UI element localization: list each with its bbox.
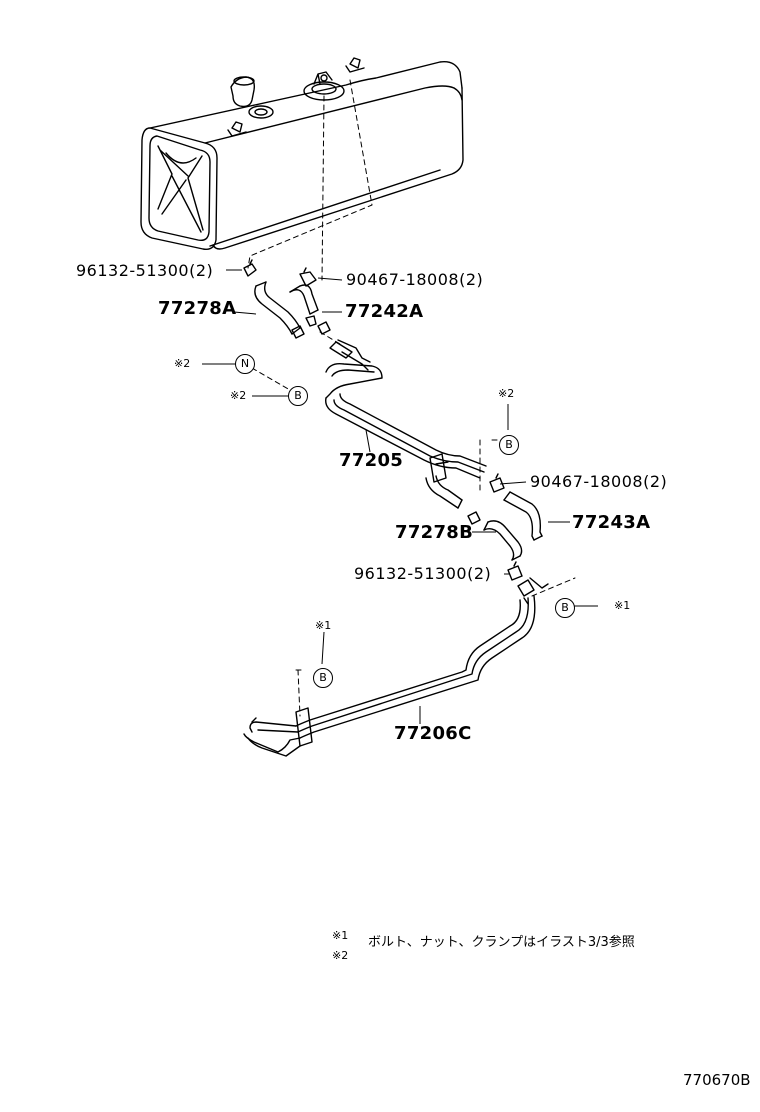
- label-90467-18008-mid: 90467-18008(2): [530, 472, 668, 491]
- label-77206c: 77206C: [394, 723, 472, 744]
- note-mark-1: ※1: [332, 929, 349, 942]
- ref-mark-1-right: ※1: [614, 599, 631, 612]
- label-90467-18008-top: 90467-18008(2): [346, 270, 484, 289]
- note-text: ボルト、ナット、クランプはイラスト3/3参照: [368, 935, 635, 950]
- ref-mark-1-left: ※1: [315, 619, 332, 632]
- leader-lines: [247, 79, 576, 717]
- label-77278b: 77278B: [395, 522, 474, 543]
- label-96132-51300-mid: 96132-51300(2): [354, 564, 492, 583]
- ref-circle-b-1: B: [288, 386, 308, 406]
- drawing-code: 770670B: [683, 1071, 751, 1089]
- pipe-77206c: [243, 577, 549, 757]
- label-77243a: 77243A: [572, 512, 651, 533]
- callout-lines: [202, 269, 598, 724]
- ref-circle-b-2: B: [499, 435, 519, 455]
- pipe-77205: [325, 339, 487, 509]
- label-77278a: 77278A: [158, 298, 237, 319]
- mid-hoses: [467, 473, 543, 581]
- ref-mark-2-right: ※2: [498, 387, 515, 400]
- ref-circle-n: N: [235, 354, 255, 374]
- ref-mark-2-n: ※2: [174, 357, 191, 370]
- ref-mark-2-b: ※2: [230, 389, 247, 402]
- upper-hoses: [243, 259, 331, 339]
- label-96132-51300-top: 96132-51300(2): [76, 261, 214, 280]
- note-mark-2: ※2: [332, 949, 349, 962]
- ref-circle-b-4: B: [313, 668, 333, 688]
- label-77205: 77205: [339, 450, 404, 471]
- ref-circle-b-3: B: [555, 598, 575, 618]
- fuel-tank: [140, 57, 464, 250]
- label-77242a: 77242A: [345, 301, 424, 322]
